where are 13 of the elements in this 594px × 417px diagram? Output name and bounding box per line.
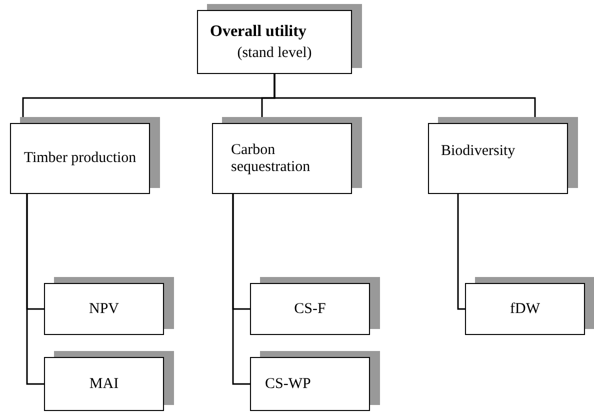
connector-line (26, 194, 44, 385)
box-label: Biodiversity (441, 143, 516, 160)
box-label: CS-WP (265, 376, 312, 392)
box-label: CS-F (293, 300, 327, 318)
box-label: NPV (88, 300, 120, 318)
connector-line (457, 194, 465, 310)
subtitle-text: (stand level) (236, 44, 313, 62)
connector-line (232, 194, 250, 385)
box-label: Timber production (22, 150, 138, 167)
box-label: MAI (88, 376, 120, 392)
box-label: Carbon sequestration (231, 142, 312, 176)
title-text: Overall utility (209, 22, 308, 40)
box-label: fDW (509, 300, 541, 318)
